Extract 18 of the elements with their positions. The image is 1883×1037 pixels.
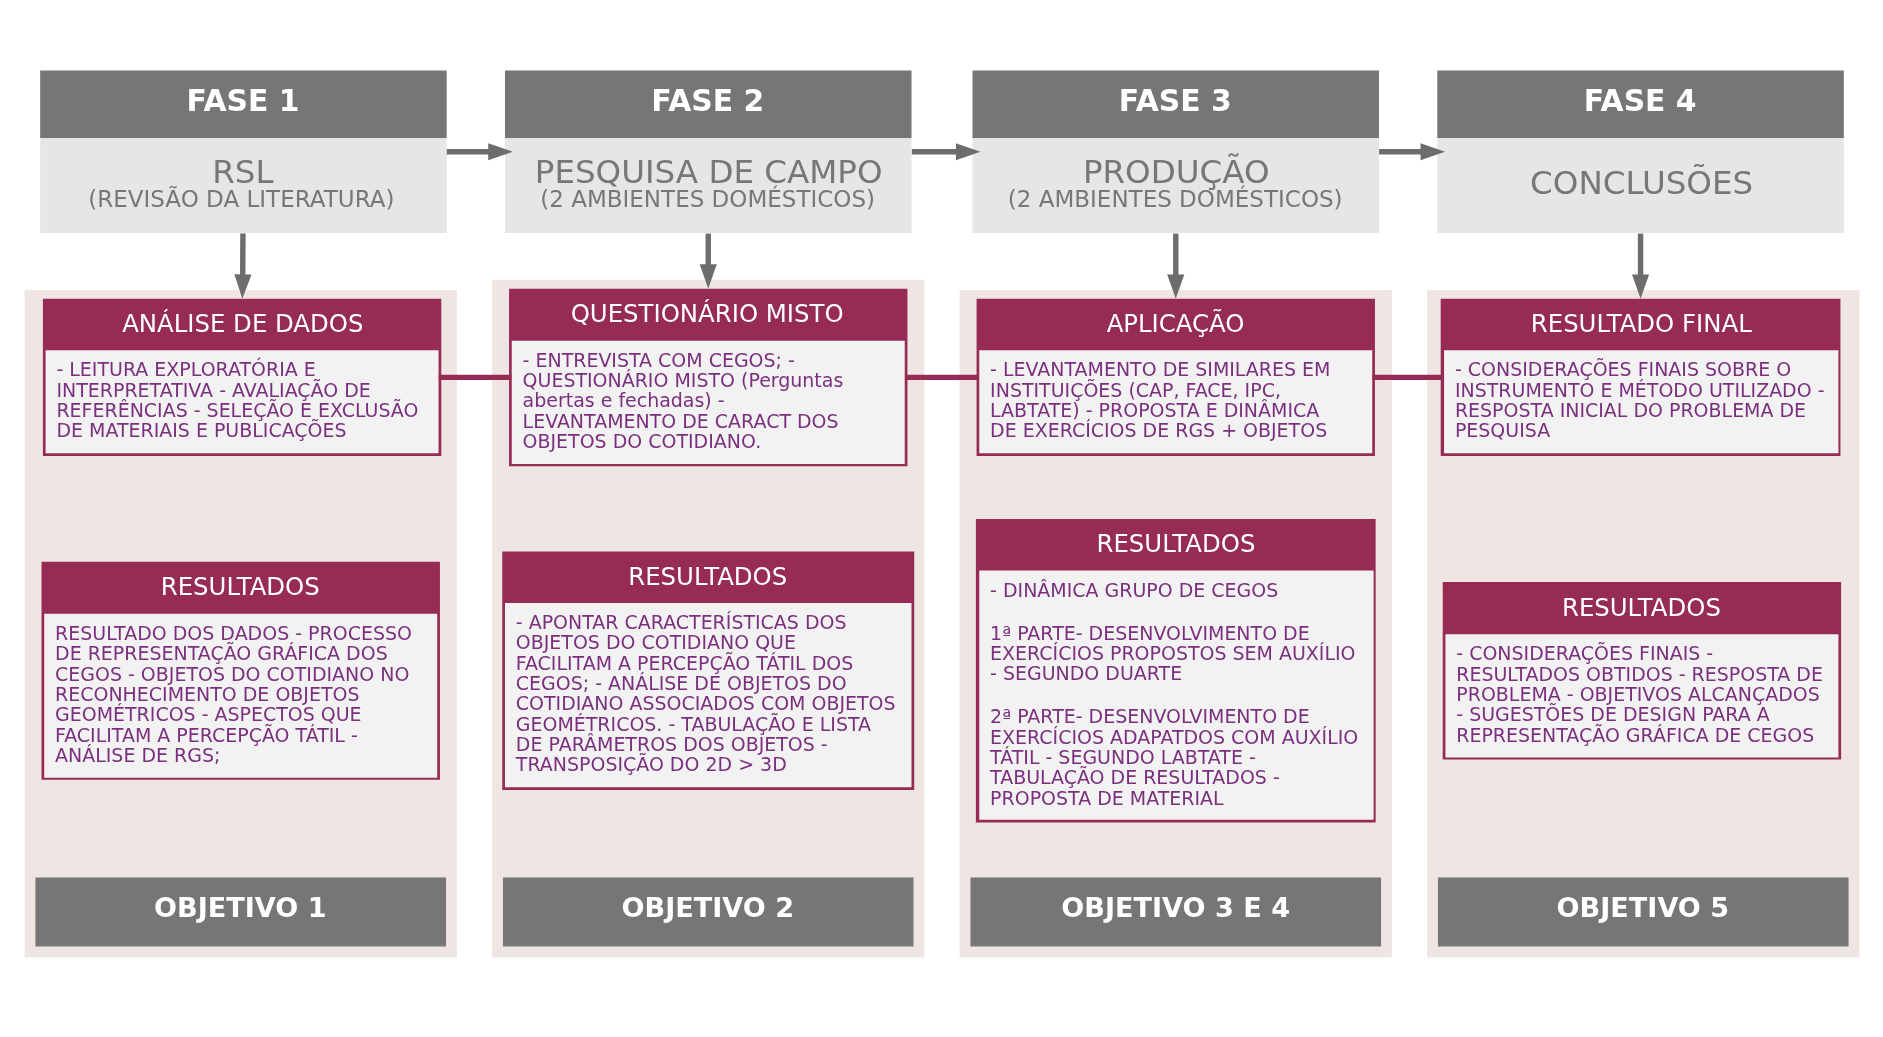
arrow — [699, 233, 717, 289]
arrow — [1378, 142, 1445, 160]
cluster — [24, 289, 457, 957]
cluster — [1426, 289, 1859, 957]
cluster — [959, 289, 1392, 957]
connector — [438, 374, 511, 380]
arrow — [1631, 233, 1649, 299]
arrow — [911, 142, 980, 160]
cluster — [491, 279, 924, 957]
connector — [904, 374, 979, 380]
node-box: OBJETIVO 1 — [34, 876, 446, 947]
node-box: OBJETIVO 5 — [1437, 876, 1849, 947]
connector — [1371, 374, 1443, 380]
arrow — [446, 142, 513, 160]
node-box: OBJETIVO 3 E 4 — [969, 876, 1381, 947]
node-box: OBJETIVO 2 — [502, 876, 914, 947]
arrow — [1166, 233, 1184, 299]
arrow — [233, 233, 251, 299]
